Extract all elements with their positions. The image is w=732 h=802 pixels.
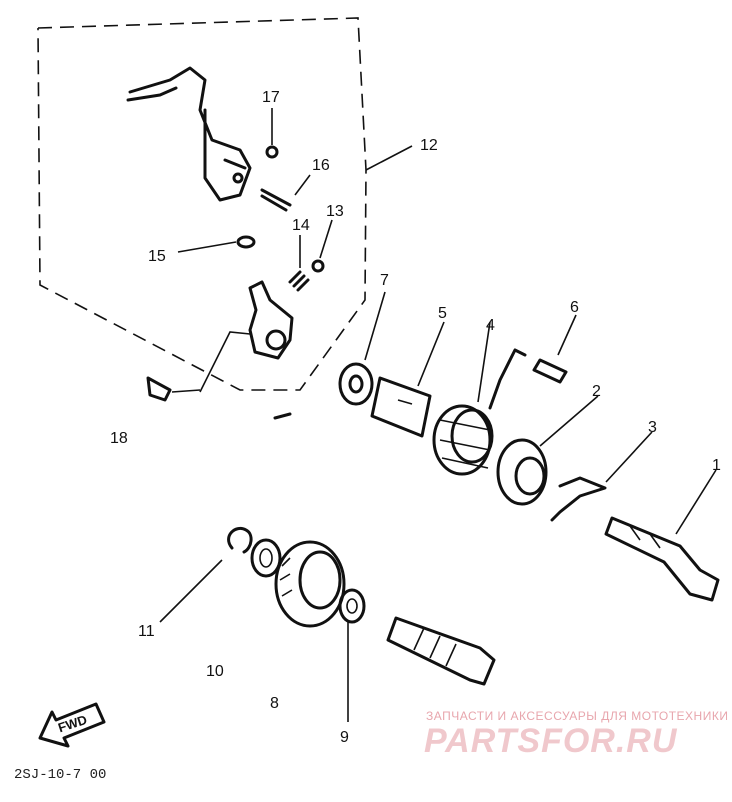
part-7-bearing xyxy=(338,362,374,406)
callout-2: 2 xyxy=(592,383,601,400)
callout-8: 8 xyxy=(270,695,279,712)
part-18-bolt xyxy=(146,331,251,402)
callout-13: 13 xyxy=(326,203,344,220)
fwd-label: FWD xyxy=(56,712,89,735)
part-3-clip xyxy=(550,476,607,522)
leader-12 xyxy=(365,145,413,171)
callout-9: 9 xyxy=(340,729,349,746)
fwd-arrow: FWD xyxy=(38,702,106,748)
part-10-washer xyxy=(250,538,282,578)
callout-3: 3 xyxy=(648,419,657,436)
callout-10: 10 xyxy=(206,663,224,680)
callout-11: 11 xyxy=(138,623,155,640)
callout-6: 6 xyxy=(570,299,579,316)
part-14-spring xyxy=(288,270,310,292)
part-11-circlip xyxy=(227,527,253,554)
callout-7: 7 xyxy=(380,272,389,289)
part-15-ball xyxy=(236,235,256,249)
drawing-code: 2SJ-10-7 00 xyxy=(14,767,106,783)
part-6-pin xyxy=(532,358,568,384)
callout-18: 18 xyxy=(110,430,128,447)
callout-4: 4 xyxy=(486,317,495,334)
callout-12: 12 xyxy=(420,137,438,154)
callout-16: 16 xyxy=(312,157,330,174)
part-13-washer xyxy=(311,259,325,273)
part-5-collar xyxy=(370,376,432,438)
kick-lever xyxy=(126,66,252,202)
arrow-mark xyxy=(273,412,292,420)
watermark-logo: PARTSFOR.RU xyxy=(424,722,678,760)
part-1-axle xyxy=(604,516,720,602)
callout-5: 5 xyxy=(438,305,447,322)
lever-boss xyxy=(248,280,294,360)
part-9-washer xyxy=(338,588,366,624)
callout-1: 1 xyxy=(712,457,721,474)
callout-17: 17 xyxy=(262,89,280,106)
assembly-boundary xyxy=(37,17,367,391)
kick-shaft xyxy=(386,616,496,686)
part-4-spring xyxy=(432,348,527,476)
part-2-ratchet xyxy=(496,438,548,506)
watermark-subtitle: ЗАПЧАСТИ И АКСЕССУАРЫ ДЛЯ МОТОТЕХНИКИ xyxy=(426,709,728,723)
part-8-gear xyxy=(274,540,346,628)
callout-14: 14 xyxy=(292,217,310,234)
part-17-bolt xyxy=(265,145,279,159)
callout-15: 15 xyxy=(148,248,166,265)
part-16-pin xyxy=(260,188,292,212)
